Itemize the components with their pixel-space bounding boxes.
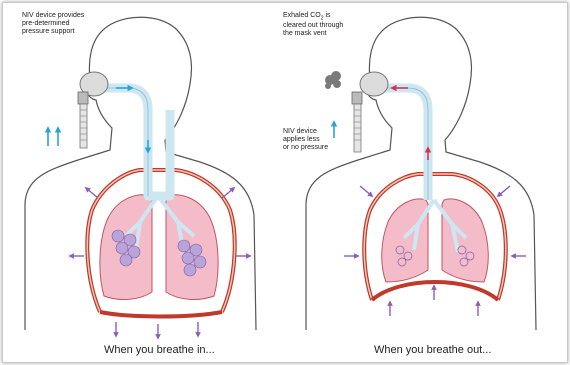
right-caption: When you breathe out... [374, 344, 491, 356]
right-lung-left [382, 199, 428, 282]
right-device-note-line1: NIV device [283, 128, 328, 136]
right-co2-note: Exhaled CO2 is cleared out through the m… [283, 12, 343, 38]
right-device-note: NIV device applies less or no pressure [283, 128, 328, 152]
right-panel [306, 17, 536, 330]
right-device-note-line2: applies less [283, 136, 328, 144]
right-co2-note-line2: cleared out through [283, 22, 343, 30]
left-diaphragm [100, 312, 222, 317]
right-lung-right [442, 199, 488, 282]
right-co2-note-line1: Exhaled CO2 is [283, 12, 343, 22]
left-note-line3: pressure support [22, 28, 84, 36]
left-panel [25, 17, 256, 338]
left-device-note: NIV device provides pre-determined press… [22, 12, 84, 36]
co2-puff-icon [325, 71, 341, 89]
left-niv-mask [78, 72, 108, 148]
left-caption: When you breathe in... [104, 344, 215, 356]
right-co2-note-line3: the mask vent [283, 30, 343, 38]
left-note-line2: pre-determined [22, 20, 84, 28]
right-niv-mask [352, 72, 388, 152]
right-device-note-line3: or no pressure [283, 144, 328, 152]
left-note-line1: NIV device provides [22, 12, 84, 20]
right-diaphragm [372, 282, 498, 300]
left-airflow-arrows [48, 88, 148, 152]
